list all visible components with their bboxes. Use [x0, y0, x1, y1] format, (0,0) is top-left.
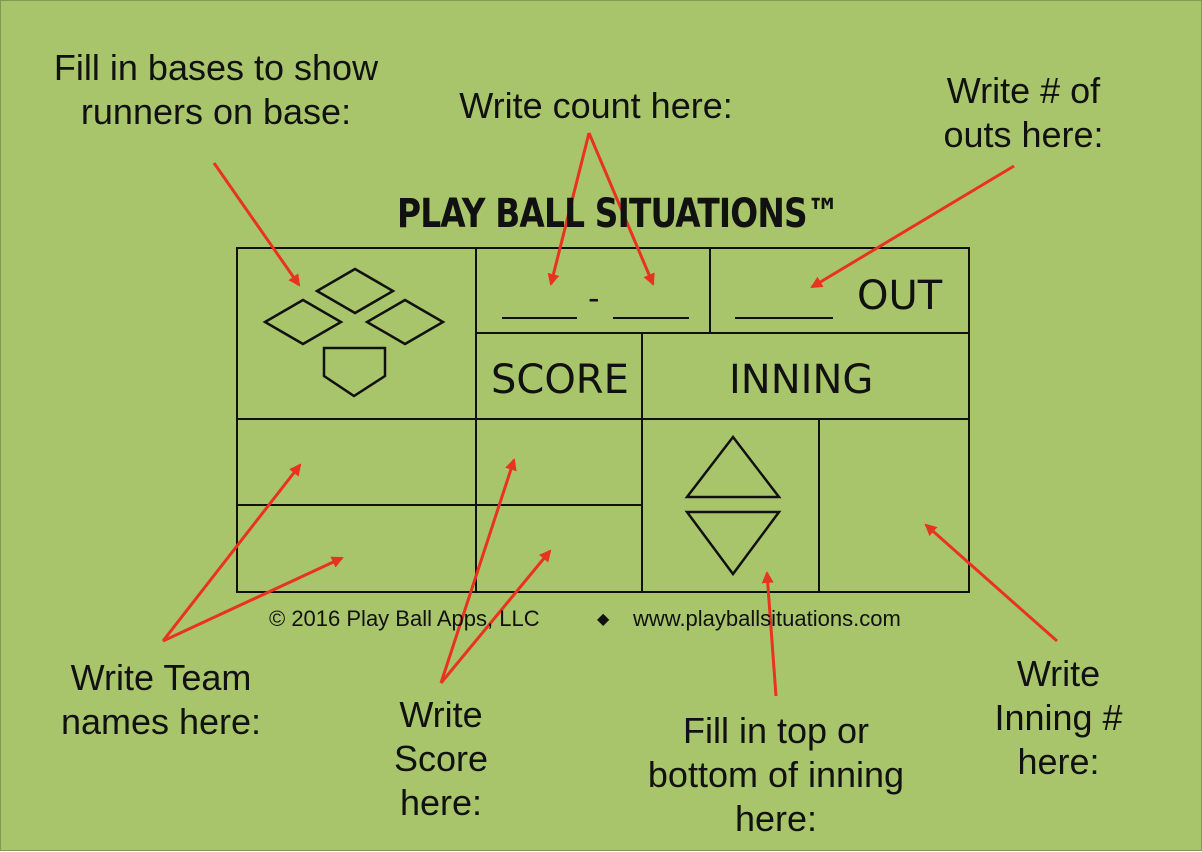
annotation-teams: Write Team names here:	[60, 657, 262, 742]
annotation-count: Write count here:	[459, 85, 733, 126]
copyright-text: © 2016 Play Ball Apps, LLC	[269, 606, 540, 631]
bases-icon	[262, 267, 446, 398]
arrow-score-top	[439, 458, 517, 684]
out-label: OUT	[857, 273, 943, 319]
website-text: www.playballsituations.com	[633, 606, 901, 631]
card-title: PLAY BALL SITUATIONS™	[397, 191, 840, 237]
annotation-arrows	[161, 132, 1058, 697]
count-dash: -	[588, 279, 600, 317]
score-label: SCORE	[491, 357, 629, 403]
annotation-bases: Fill in bases to show runners on base:	[53, 47, 379, 132]
annotation-score: Write Score here:	[393, 694, 489, 823]
separator-glyph: ◆	[597, 609, 610, 628]
arrow-bases	[212, 162, 301, 287]
arrow-count-balls	[547, 132, 591, 286]
home-plate-icon	[322, 346, 387, 398]
top-inning-triangle-icon	[684, 434, 782, 499]
bottom-inning-triangle-icon	[684, 510, 782, 577]
annotation-half-inning: Fill in top or bottom of inning here:	[647, 710, 905, 839]
arrow-team-top	[161, 463, 302, 642]
third-base-icon	[262, 298, 344, 346]
arrow-inning-number	[924, 523, 1058, 643]
arrow-outs	[810, 164, 1015, 289]
annotation-inning-number: Write Inning # here:	[994, 653, 1123, 782]
half-inning-icons	[684, 434, 782, 577]
first-base-icon	[364, 298, 446, 346]
arrow-team-bottom	[162, 556, 344, 643]
annotation-outs: Write # of outs here:	[943, 70, 1104, 155]
arrow-score-bottom	[439, 549, 552, 684]
second-base-icon	[314, 267, 396, 315]
inning-label: INNING	[729, 357, 874, 403]
arrow-half-inning	[761, 571, 778, 697]
arrow-count-strikes	[587, 132, 655, 286]
scorecard-grid	[236, 247, 970, 593]
